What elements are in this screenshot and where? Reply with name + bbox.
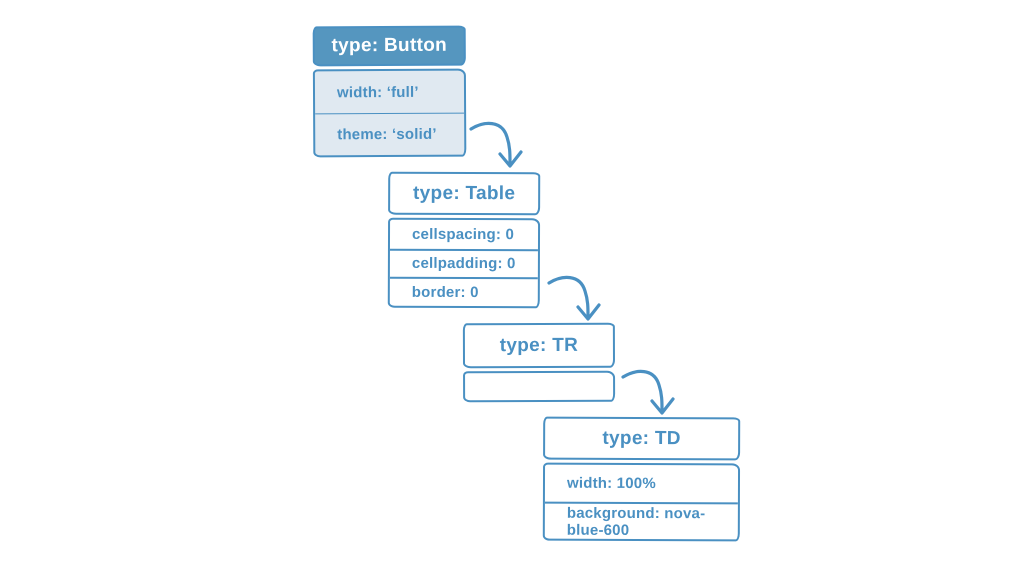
- node-td-properties: width: 100% background: nova-blue-600: [542, 462, 741, 542]
- node-table: type: Table cellspacing: 0 cellpadding: …: [387, 171, 541, 308]
- node-td: type: TD width: 100% background: nova-bl…: [542, 416, 741, 542]
- node-button-properties: width: ‘full’ theme: ‘solid’: [312, 68, 467, 158]
- node-tr-title: type: TR: [462, 322, 616, 369]
- node-button: type: Button width: ‘full’ theme: ‘solid…: [312, 25, 467, 158]
- node-button-title: type: Button: [312, 25, 466, 67]
- node-tr-properties: [463, 370, 616, 403]
- property-row: cellpadding: 0: [389, 248, 538, 278]
- node-tr: type: TR: [462, 322, 616, 403]
- node-table-properties: cellspacing: 0 cellpadding: 0 border: 0: [387, 217, 541, 308]
- property-row: cellspacing: 0: [411, 225, 515, 243]
- property-row-empty: [465, 373, 613, 401]
- arrow-button-to-table: [469, 121, 523, 168]
- property-row: theme: ‘solid’: [315, 112, 465, 156]
- property-row: width: 100%: [566, 474, 656, 493]
- node-td-title: type: TD: [543, 416, 741, 461]
- node-table-title: type: Table: [388, 171, 541, 216]
- arrow-tr-to-td: [621, 369, 675, 415]
- property-row: background: nova-blue-600: [544, 501, 738, 540]
- property-row: border: 0: [389, 276, 538, 306]
- arrow-table-to-tr: [547, 275, 601, 321]
- property-row: width: ‘full’: [336, 83, 419, 101]
